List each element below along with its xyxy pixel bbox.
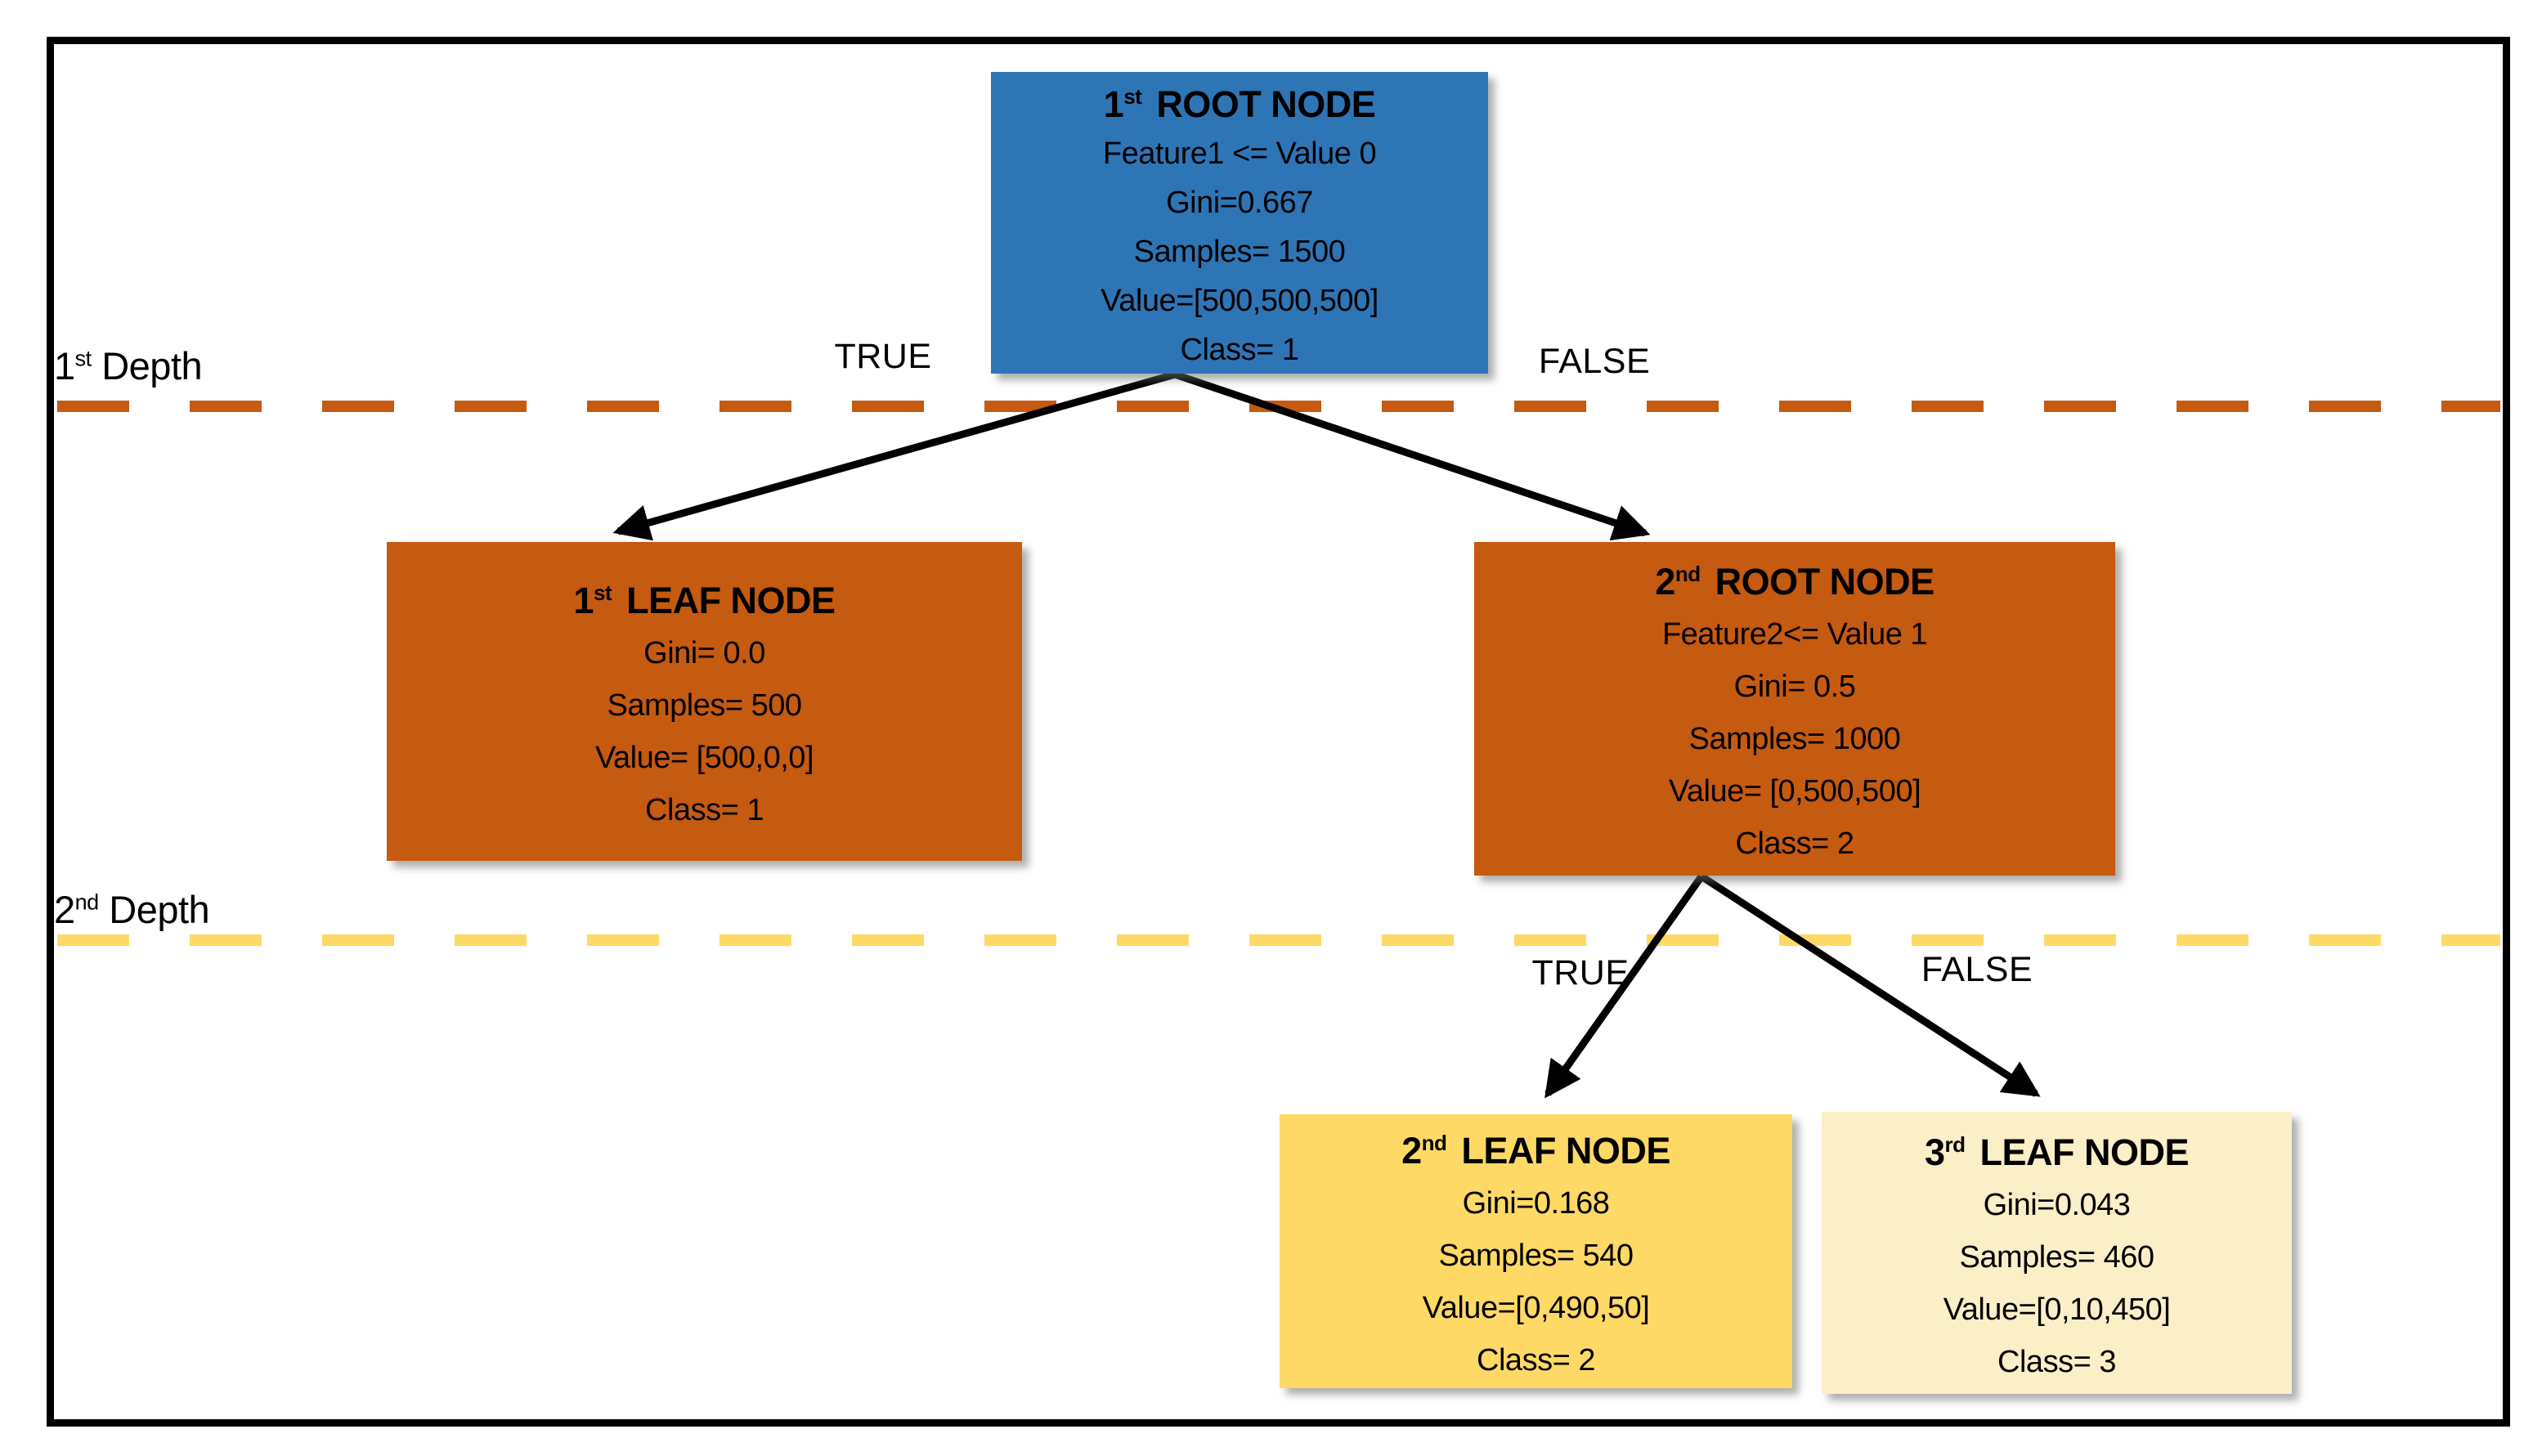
edge-root1-to-root2-arrow [1173, 370, 1651, 541]
node-2nd-leaf-value: Value=[0,490,50] [1422, 1290, 1650, 1325]
node-1st-leaf-ordinal: 1st [573, 580, 612, 621]
node-1st-root-split-rule: Feature1 <= Value 0 [1102, 136, 1377, 171]
depth-2-ordinal: 2 [54, 888, 75, 931]
node-2nd-root-gini: Gini= 0.5 [1733, 670, 1856, 704]
node-2nd-root-ordinal: 2nd [1655, 561, 1701, 603]
node-1st-leaf-value: Value= [500,0,0] [594, 741, 814, 775]
node-1st-root-value: Value=[500,500,500] [1101, 283, 1379, 318]
depth-1-label: 1st Depth [54, 343, 203, 388]
split-1-false-label: FALSE [1538, 342, 1651, 381]
node-3rd-leaf-class: Class= 3 [1997, 1344, 2116, 1379]
node-1st-leaf-gini: Gini= 0.0 [643, 636, 765, 670]
depth-1-ordinal: 1 [54, 344, 75, 388]
edge-root2-to-leaf2-arrow [1544, 874, 1705, 1099]
node-3rd-leaf-value: Value=[0,10,450] [1943, 1292, 2171, 1327]
node-2nd-leaf-samples: Samples= 540 [1438, 1238, 1634, 1273]
node-3rd-leaf-gini: Gini=0.043 [1983, 1187, 2131, 1222]
node-3rd-leaf-ordinal: 3rd [1924, 1131, 1966, 1173]
node-3rd-leaf-samples: Samples= 460 [1959, 1239, 2155, 1275]
node-2nd-root-samples: Samples= 1000 [1688, 722, 1901, 756]
edge-root2-to-leaf3-arrow [1699, 873, 2041, 1097]
split-1-true-label: TRUE [834, 337, 932, 376]
node-1st-leaf-class: Class= 1 [645, 793, 764, 827]
node-2nd-root-class: Class= 2 [1735, 827, 1854, 861]
depth-2-word: Depth [109, 888, 210, 931]
edge-root1-to-leaf1-arrow [612, 370, 1177, 541]
node-2nd-root-split-rule: Feature2<= Value 1 [1661, 617, 1928, 652]
depth-1-ordinal-suffix: st [74, 346, 92, 371]
node-2nd-root-value: Value= [0,500,500] [1668, 774, 1921, 809]
diagram-border [47, 37, 2510, 1427]
node-1st-leaf-samples: Samples= 500 [607, 688, 803, 723]
depth-1-word: Depth [101, 344, 203, 388]
split-2-true-label: TRUE [1531, 953, 1630, 992]
depth-2-label: 2nd Depth [54, 887, 210, 932]
node-2nd-leaf-class: Class= 2 [1477, 1342, 1595, 1378]
node-1st-root-class: Class= 1 [1180, 332, 1299, 367]
node-2nd-leaf-gini: Gini=0.168 [1462, 1185, 1610, 1221]
node-1st-root-gini: Gini=0.667 [1166, 185, 1313, 220]
node-1st-root-samples: Samples= 1500 [1133, 234, 1346, 269]
depth-2-ordinal-suffix: nd [74, 889, 100, 915]
split-2-false-label: FALSE [1921, 950, 2033, 989]
node-1st-root-ordinal: 1st [1103, 83, 1142, 125]
node-2nd-leaf-ordinal: 2nd [1401, 1129, 1447, 1172]
